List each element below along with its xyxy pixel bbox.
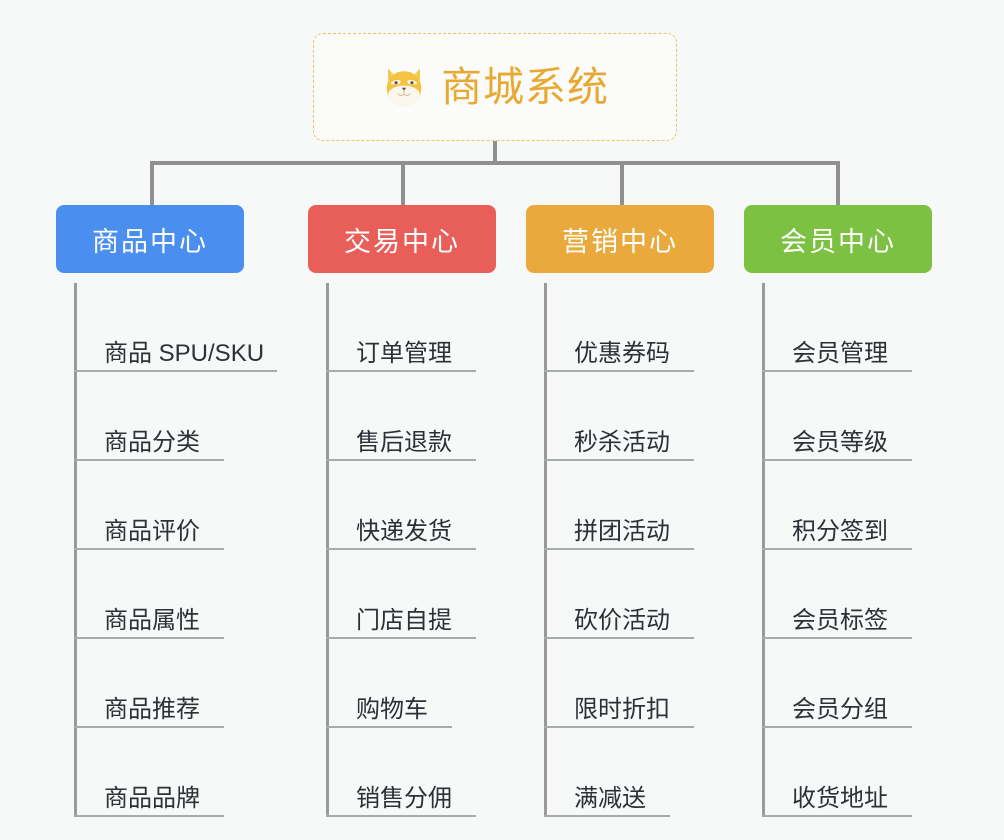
list-item[interactable]: 满减送 [544, 728, 748, 817]
list-item-rule [326, 815, 476, 817]
list-item-label: 门店自提 [356, 606, 452, 634]
list-item-rule [74, 459, 224, 461]
connector-root-stem [493, 141, 497, 165]
spine-product-center [74, 283, 77, 817]
column-product-center: 商品中心 商品 SPU/SKU 商品分类 商品评价 商品属性 商品推荐 [56, 205, 296, 817]
list-item-label: 销售分佣 [356, 784, 452, 812]
connector-drop-member-center [836, 161, 840, 205]
list-item[interactable]: 商品推荐 [74, 639, 296, 728]
list-item-rule [762, 726, 912, 728]
list-item-rule [762, 548, 912, 550]
list-item[interactable]: 售后退款 [326, 372, 530, 461]
list-item-label: 商品品牌 [104, 784, 200, 812]
list-item-label: 限时折扣 [574, 695, 670, 723]
list-item[interactable]: 商品评价 [74, 461, 296, 550]
list-item-label: 商品属性 [104, 606, 200, 634]
list-item-label: 积分签到 [792, 517, 888, 545]
list-item-rule [762, 815, 912, 817]
list-item-rule [326, 548, 476, 550]
list-item[interactable]: 订单管理 [326, 283, 530, 372]
list-item-label: 会员管理 [792, 339, 888, 367]
column-marketing-center: 营销中心 优惠券码 秒杀活动 拼团活动 砍价活动 限时折扣 [526, 205, 748, 817]
category-header-trade-center[interactable]: 交易中心 [308, 205, 496, 273]
list-item-rule [762, 459, 912, 461]
list-item-rule [544, 726, 694, 728]
list-item[interactable]: 快递发货 [326, 461, 530, 550]
list-item[interactable]: 会员分组 [762, 639, 966, 728]
list-item[interactable]: 收货地址 [762, 728, 966, 817]
list-item-rule [326, 637, 476, 639]
list-item[interactable]: 砍价活动 [544, 550, 748, 639]
connector-drop-marketing-center [620, 161, 624, 205]
list-item-rule [74, 370, 277, 372]
list-item-rule [762, 370, 912, 372]
list-item-rule [326, 726, 452, 728]
list-item-rule [74, 548, 224, 550]
list-item-rule [544, 459, 694, 461]
list-item-label: 会员等级 [792, 428, 888, 456]
shiba-dog-face-icon [386, 68, 422, 106]
list-item-label: 收货地址 [792, 784, 888, 812]
list-item[interactable]: 积分签到 [762, 461, 966, 550]
category-header-product-center[interactable]: 商品中心 [56, 205, 244, 273]
list-item[interactable]: 拼团活动 [544, 461, 748, 550]
category-header-marketing-center[interactable]: 营销中心 [526, 205, 714, 273]
list-item-rule [544, 815, 670, 817]
list-item-rule [762, 637, 912, 639]
list-item-rule [326, 459, 476, 461]
list-item-label: 会员分组 [792, 695, 888, 723]
column-member-center: 会员中心 会员管理 会员等级 积分签到 会员标签 会员分组 [744, 205, 966, 817]
spine-trade-center [326, 283, 329, 817]
connector-drop-product-center [150, 161, 154, 205]
list-item-label: 售后退款 [356, 428, 452, 456]
leaf-list-product-center: 商品 SPU/SKU 商品分类 商品评价 商品属性 商品推荐 商品品牌 [56, 283, 296, 817]
list-item-label: 购物车 [356, 695, 428, 723]
list-item[interactable]: 会员标签 [762, 550, 966, 639]
list-item[interactable]: 商品分类 [74, 372, 296, 461]
list-item-label: 拼团活动 [574, 517, 670, 545]
root-title: 商城系统 [441, 63, 609, 110]
list-item-label: 满减送 [574, 784, 646, 812]
list-item-label: 订单管理 [356, 339, 452, 367]
list-item[interactable]: 购物车 [326, 639, 530, 728]
list-item-rule [74, 726, 224, 728]
column-trade-center: 交易中心 订单管理 售后退款 快递发货 门店自提 购物车 [308, 205, 530, 817]
list-item[interactable]: 秒杀活动 [544, 372, 748, 461]
list-item-label: 优惠券码 [574, 339, 670, 367]
spine-marketing-center [544, 283, 547, 817]
list-item-label: 商品 SPU/SKU [104, 339, 265, 367]
list-item-label: 砍价活动 [574, 606, 670, 634]
list-item[interactable]: 优惠券码 [544, 283, 748, 372]
list-item-label: 会员标签 [792, 606, 888, 634]
leaf-list-trade-center: 订单管理 售后退款 快递发货 门店自提 购物车 销售分佣 [308, 283, 530, 817]
list-item[interactable]: 会员管理 [762, 283, 966, 372]
list-item[interactable]: 门店自提 [326, 550, 530, 639]
root-node[interactable]: 商城系统 [313, 33, 677, 141]
leaf-list-member-center: 会员管理 会员等级 积分签到 会员标签 会员分组 收货地址 [744, 283, 966, 817]
list-item-rule [544, 637, 694, 639]
list-item[interactable]: 会员等级 [762, 372, 966, 461]
list-item[interactable]: 商品属性 [74, 550, 296, 639]
list-item-rule [74, 637, 224, 639]
list-item-rule [544, 370, 694, 372]
list-item-rule [326, 370, 476, 372]
list-item-label: 商品推荐 [104, 695, 200, 723]
root-node-content: 商城系统 [381, 64, 609, 110]
list-item[interactable]: 限时折扣 [544, 639, 748, 728]
spine-member-center [762, 283, 765, 817]
connector-horizontal-bus [150, 161, 840, 165]
list-item-label: 秒杀活动 [574, 428, 670, 456]
list-item-rule [74, 815, 224, 817]
leaf-list-marketing-center: 优惠券码 秒杀活动 拼团活动 砍价活动 限时折扣 满减送 [526, 283, 748, 817]
connector-drop-trade-center [401, 161, 405, 205]
list-item-label: 商品评价 [104, 517, 200, 545]
list-item[interactable]: 商品品牌 [74, 728, 296, 817]
list-item-label: 商品分类 [104, 428, 200, 456]
category-header-member-center[interactable]: 会员中心 [744, 205, 932, 273]
list-item-label: 快递发货 [356, 517, 452, 545]
list-item[interactable]: 销售分佣 [326, 728, 530, 817]
list-item[interactable]: 商品 SPU/SKU [74, 283, 296, 372]
list-item-rule [544, 548, 694, 550]
